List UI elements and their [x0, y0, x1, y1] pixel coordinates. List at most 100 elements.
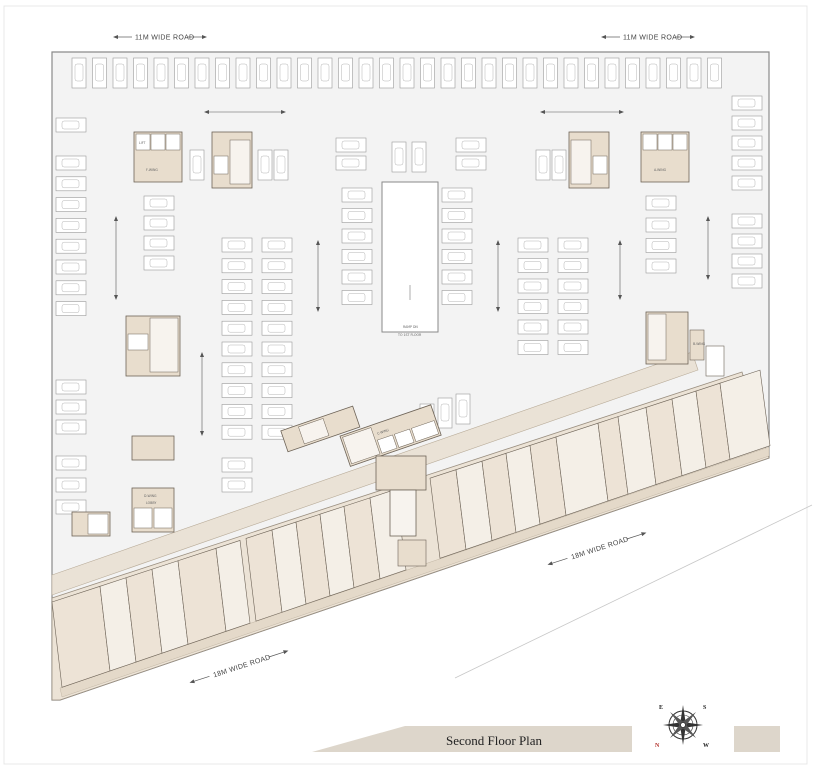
parking-slot — [341, 228, 373, 244]
parking-slot — [557, 258, 589, 273]
parking-slot-outline — [557, 278, 589, 294]
parking-slot — [645, 217, 677, 233]
parking-slot-outline — [645, 238, 677, 253]
parking-slot — [221, 477, 253, 493]
car-icon — [737, 138, 756, 148]
parking-slot — [379, 57, 394, 89]
car-icon — [447, 231, 466, 241]
arrow-head-icon — [316, 307, 320, 312]
car-icon — [523, 261, 542, 270]
car-icon — [227, 480, 246, 490]
car-icon — [710, 63, 719, 82]
car-icon — [458, 399, 468, 418]
car-icon — [276, 155, 286, 174]
car-icon — [227, 240, 246, 250]
car-icon — [505, 63, 514, 82]
compass-w: W — [703, 743, 709, 749]
parking-slot-outline — [71, 57, 87, 89]
car-icon — [563, 240, 582, 250]
arrow-head-icon — [496, 307, 500, 312]
parking-slot — [55, 117, 87, 133]
car-icon — [267, 303, 286, 312]
parking-slot-outline — [55, 280, 87, 296]
parking-slot-outline — [557, 237, 589, 253]
parking-slot-outline — [338, 57, 353, 89]
arrow-head-icon — [114, 216, 118, 221]
parking-slot-outline — [584, 57, 599, 89]
parking-slot — [441, 228, 473, 244]
car-icon — [447, 272, 466, 282]
parking-slot-outline — [235, 57, 251, 89]
parking-slot — [261, 237, 293, 253]
mid-left-stair — [280, 405, 361, 453]
car-icon — [61, 458, 80, 468]
parking-slot-outline — [557, 258, 589, 273]
parking-slot — [55, 379, 87, 395]
road-label-top-right: 11M WIDE ROAD — [623, 35, 682, 42]
car-icon — [648, 63, 658, 82]
parking-slot — [686, 57, 702, 89]
a-wing-stair — [568, 131, 610, 189]
parking-slot — [455, 137, 487, 153]
parking-slot-outline — [221, 457, 253, 473]
parking-slot-outline — [297, 57, 312, 89]
parking-slot — [502, 57, 517, 89]
parking-slot — [261, 404, 293, 419]
parking-slot — [221, 362, 253, 378]
parking-slot — [341, 269, 373, 285]
parking-slot — [731, 273, 763, 289]
parking-slot — [707, 57, 722, 89]
parking-slot — [645, 57, 661, 89]
parking-slot-outline — [257, 149, 273, 181]
car-icon — [382, 63, 391, 82]
parking-slot — [235, 57, 251, 89]
parking-slot — [221, 424, 253, 440]
parking-slot — [557, 340, 589, 355]
car-icon — [347, 211, 366, 220]
parking-slot-outline — [731, 253, 763, 269]
e-wing-core — [125, 315, 181, 377]
parking-slot — [335, 137, 367, 153]
parking-slot — [341, 208, 373, 223]
car-icon — [737, 216, 756, 226]
parking-slot-outline — [437, 397, 453, 429]
car-icon — [563, 302, 582, 311]
parking-slot — [645, 258, 677, 274]
parking-slot-outline — [261, 341, 293, 357]
parking-slot — [297, 57, 312, 89]
car-icon — [447, 293, 466, 302]
parking-slot — [221, 237, 253, 253]
parking-slot-outline — [221, 300, 253, 315]
road-bottom-left: 18M WIDE ROAD — [189, 650, 289, 684]
parking-slot-outline — [55, 197, 87, 212]
parking-slot — [441, 208, 473, 223]
parking-slot — [55, 499, 87, 515]
parking-slot — [133, 57, 148, 89]
f-wing-core: LIFT F-WING — [133, 131, 183, 183]
car-icon — [95, 63, 104, 82]
car-icon — [651, 261, 670, 271]
parking-slot — [143, 215, 175, 231]
car-icon — [464, 63, 473, 82]
car-icon — [61, 179, 80, 189]
parking-slot — [441, 187, 473, 203]
parking-slot-outline — [731, 115, 763, 131]
small-stair-left — [71, 511, 111, 537]
parking-slot-outline — [563, 57, 579, 89]
car-icon — [563, 322, 582, 332]
parking-slot-outline — [517, 258, 549, 273]
parking-slot-outline — [666, 57, 681, 89]
parking-slot — [455, 393, 471, 425]
shop-unit — [215, 540, 251, 632]
parking-slot-outline — [256, 57, 271, 89]
shop-unit — [51, 585, 111, 688]
c-wing-label: C-WING — [377, 428, 390, 436]
parking-slot — [317, 57, 333, 89]
car-icon — [61, 402, 80, 412]
parking-slot-outline — [707, 57, 722, 89]
car-icon — [737, 178, 756, 188]
parking-slot-outline — [221, 477, 253, 493]
parking-slot — [420, 57, 435, 89]
parking-slot — [261, 258, 293, 274]
